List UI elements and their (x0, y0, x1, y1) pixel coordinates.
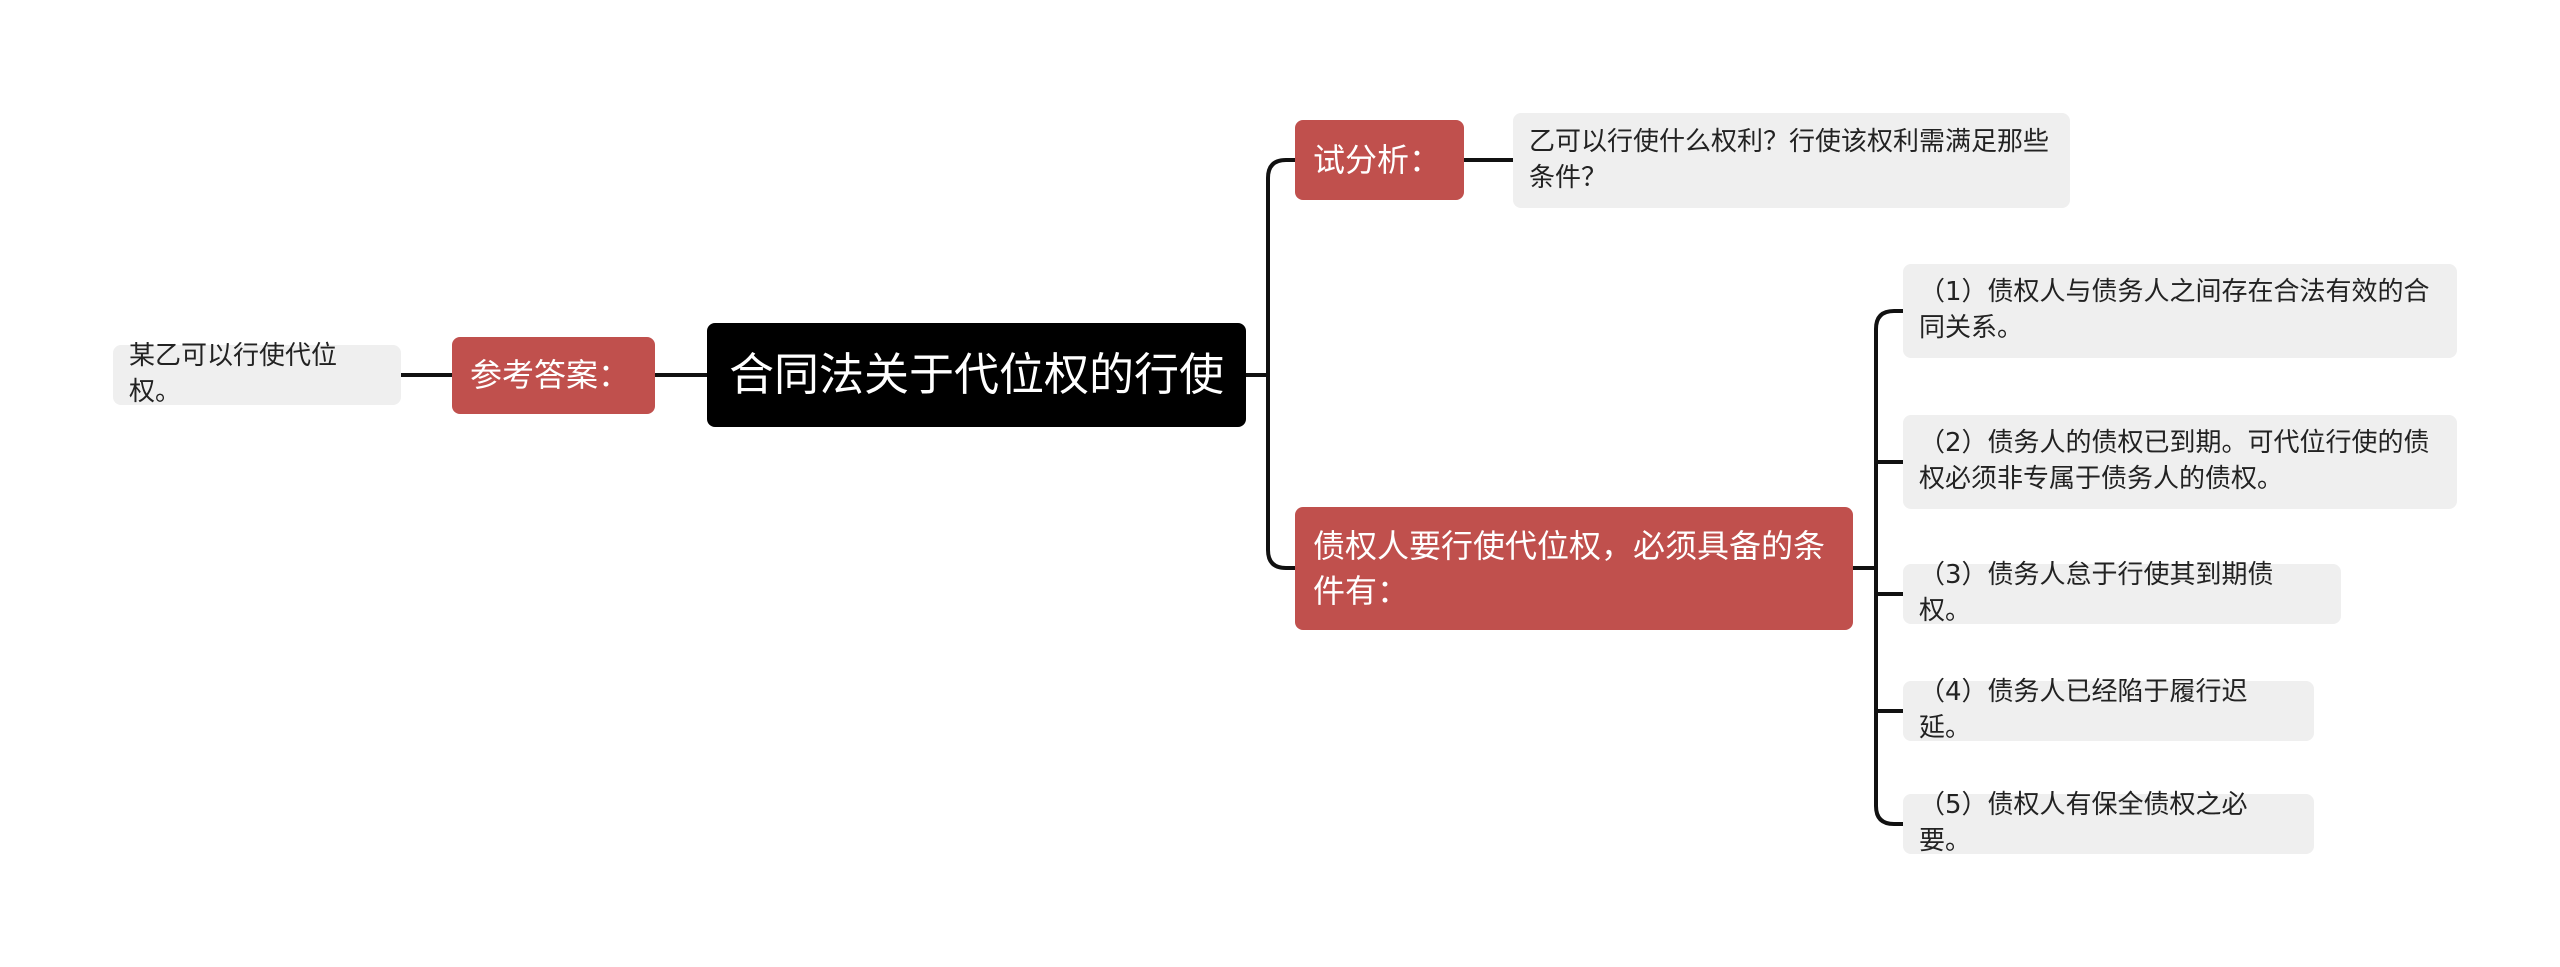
topic-conditions-label: 债权人要行使代位权，必须具备的条件有： (1313, 527, 1826, 610)
topic-reference-answer-label: 参考答案： (470, 356, 631, 395)
connector-root-to-analysis (1266, 158, 1295, 375)
condition-item-2[interactable]: （2）债务人的债权已到期。可代位行使的债权必须非专属于债务人的债权。 (1903, 415, 2457, 509)
condition-item-5-text: （5）债权人有保全债权之必要。 (1919, 790, 2248, 856)
condition-item-1-text: （1）债权人与债务人之间存在合法有效的合同关系。 (1919, 277, 2430, 343)
condition-item-4[interactable]: （4）债务人已经陷于履行迟延。 (1903, 677, 2314, 743)
topic-reference-answer[interactable]: 参考答案： (452, 337, 655, 414)
condition-item-1[interactable]: （1）债权人与债务人之间存在合法有效的合同关系。 (1903, 264, 2457, 358)
topic-analysis-label: 试分析： (1313, 140, 1442, 179)
leaf-answer[interactable]: 某乙可以行使代位权。 (113, 341, 401, 407)
connector-root-to-conditions (1266, 375, 1295, 570)
leaf-analysis-question[interactable]: 乙可以行使什么权利？行使该权利需满足那些条件？ (1513, 113, 2070, 208)
condition-item-3-text: （3）债务人怠于行使其到期债权。 (1919, 560, 2274, 626)
topic-analysis[interactable]: 试分析： (1295, 120, 1464, 200)
root-node[interactable]: 合同法关于代位权的行使 (707, 323, 1246, 427)
condition-item-5[interactable]: （5）债权人有保全债权之必要。 (1903, 790, 2314, 856)
condition-item-4-text: （4）债务人已经陷于履行迟延。 (1919, 677, 2248, 743)
condition-item-3[interactable]: （3）债务人怠于行使其到期债权。 (1903, 560, 2341, 626)
leaf-answer-text: 某乙可以行使代位权。 (129, 341, 338, 407)
condition-item-2-text: （2）债务人的债权已到期。可代位行使的债权必须非专属于债务人的债权。 (1919, 428, 2430, 494)
leaf-analysis-question-text: 乙可以行使什么权利？行使该权利需满足那些条件？ (1529, 126, 2050, 193)
connector-conditions-bracket (1874, 309, 1903, 826)
topic-conditions[interactable]: 债权人要行使代位权，必须具备的条件有： (1295, 507, 1853, 630)
root-label: 合同法关于代位权的行使 (728, 347, 1224, 401)
